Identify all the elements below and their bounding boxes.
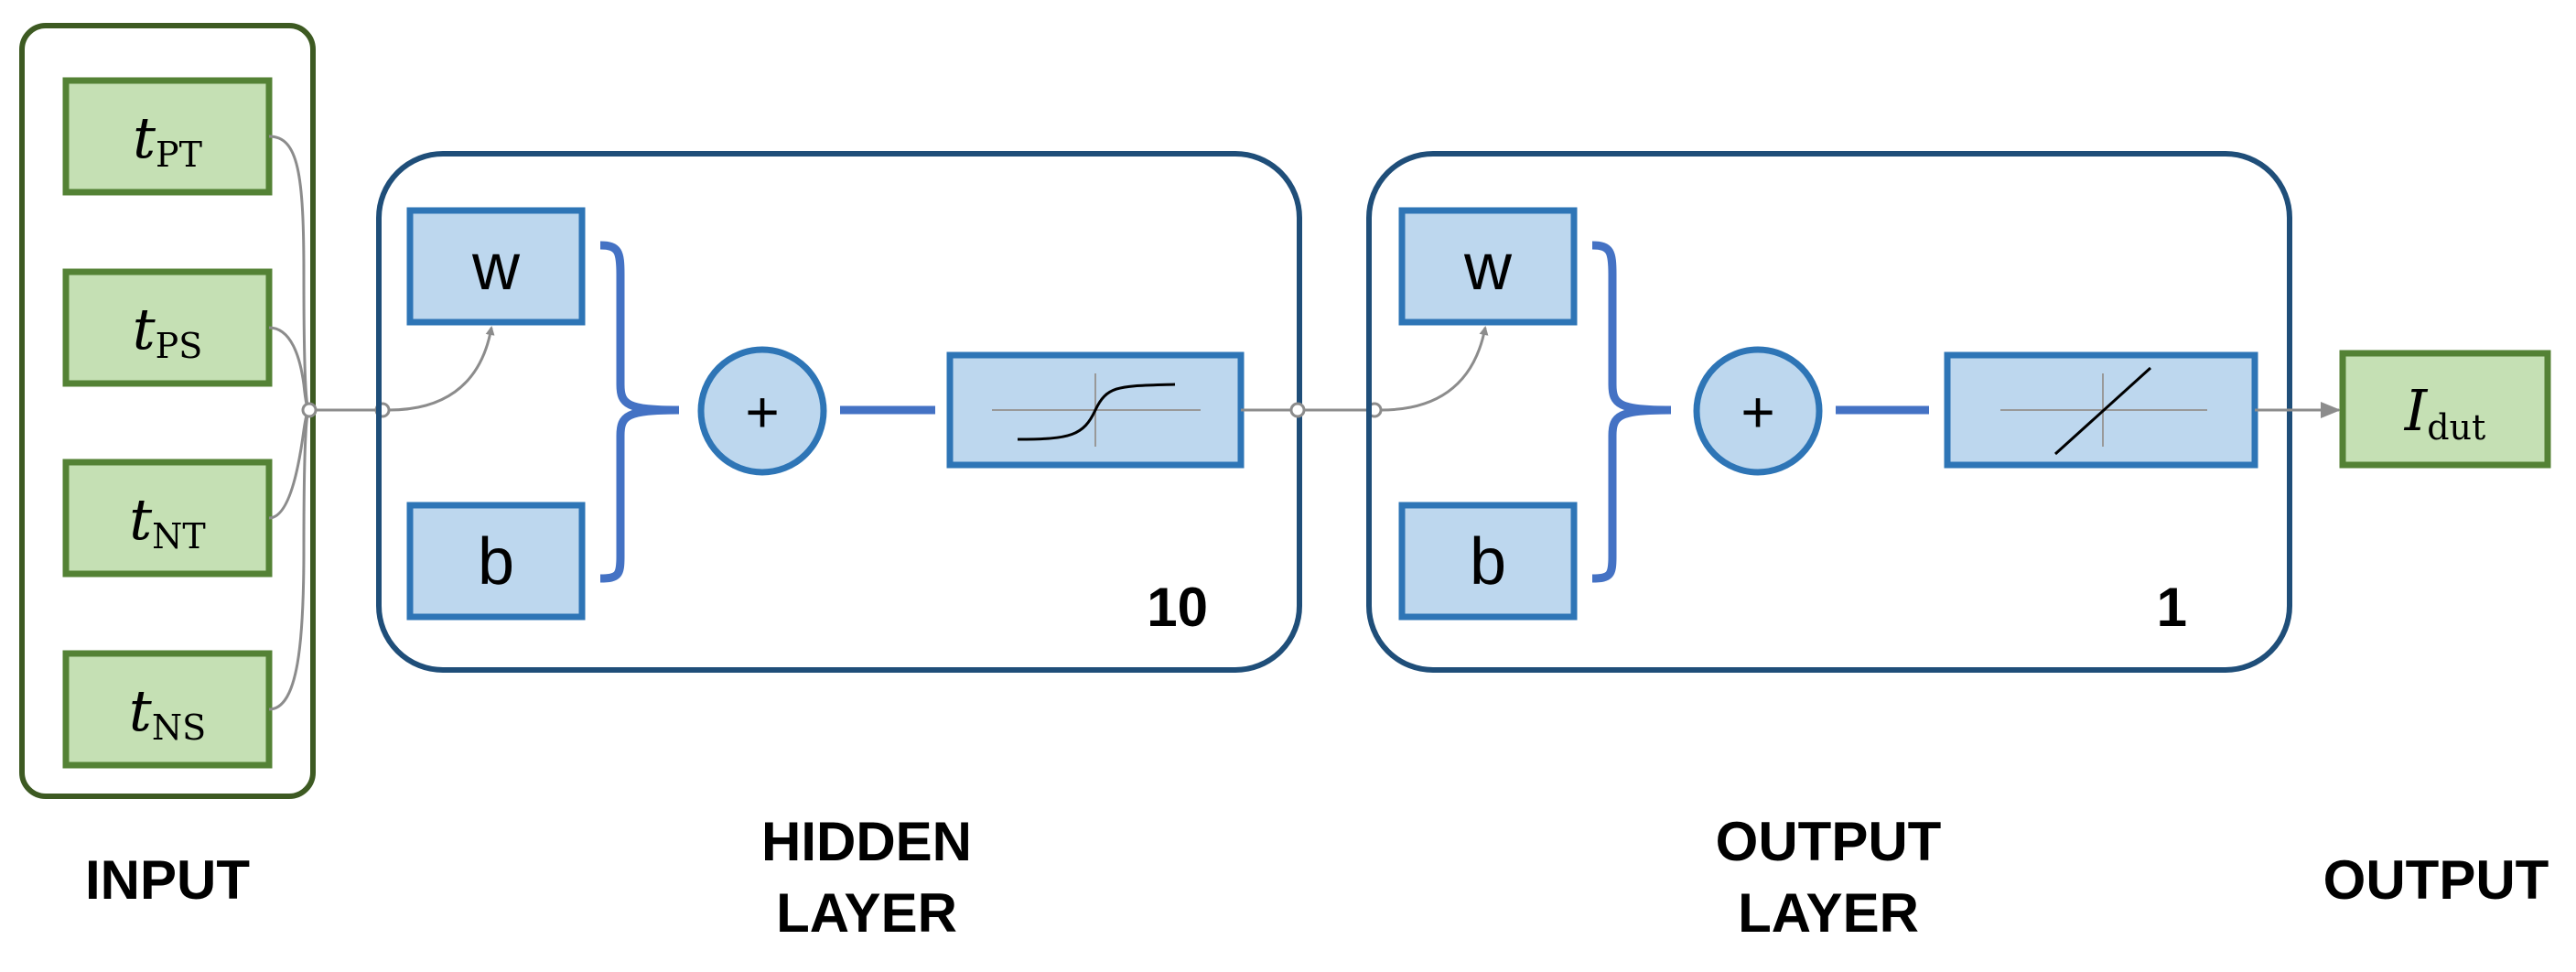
- input-caption: INPUT: [85, 849, 250, 911]
- input-sub: PT: [156, 135, 202, 175]
- output-layer-size: 1: [2157, 577, 2187, 638]
- input-sub: NS: [152, 707, 206, 748]
- hidden-layer-caption-line1: HIDDEN: [761, 811, 972, 872]
- hidden-sum-node: +: [697, 346, 827, 476]
- output-weight-arrow: [1380, 326, 1489, 412]
- output-sub: dut: [2427, 407, 2485, 448]
- hidden-brace: [599, 241, 680, 583]
- hidden-weight-label: w: [471, 231, 521, 304]
- output-layer-caption-line2: LAYER: [1738, 882, 1919, 944]
- output-brace: [1591, 241, 1672, 583]
- output-weight-label: w: [1463, 231, 1513, 304]
- output-caption: OUTPUT: [2323, 849, 2549, 911]
- hidden-output-junction-dot: [1289, 402, 1306, 418]
- svg-text:Idut: Idut: [2404, 377, 2486, 448]
- hidden-layer-size: 10: [1147, 577, 1208, 638]
- hidden-bias-block: b: [406, 502, 586, 621]
- hidden-bias-label: b: [478, 525, 514, 599]
- output-sum-symbol: +: [1741, 379, 1774, 445]
- input-var: t: [129, 677, 152, 744]
- input-node-tps: tPS: [62, 268, 273, 387]
- input-node-tnt: tNT: [62, 459, 273, 578]
- svg-text:tPS: tPS: [133, 296, 203, 366]
- hidden-sum-symbol: +: [745, 379, 779, 445]
- svg-text:tPT: tPT: [133, 104, 202, 175]
- output-layer-caption-line1: OUTPUT: [1716, 811, 1942, 872]
- hidden-weight-arrow: [388, 326, 495, 412]
- input-wires: [268, 135, 383, 711]
- output-var: I: [2404, 377, 2429, 444]
- output-bias-label: b: [1470, 525, 1506, 599]
- input-sub: NT: [152, 516, 206, 556]
- output-sum-node: +: [1693, 346, 1823, 476]
- input-sub: PS: [156, 326, 203, 366]
- input-var: t: [129, 486, 152, 553]
- output-activation-block: [1944, 351, 2258, 469]
- svg-text:tNS: tNS: [129, 677, 206, 748]
- input-junction-dot: [301, 402, 318, 418]
- input-node-tns: tNS: [62, 650, 273, 769]
- hidden-weight-block: w: [406, 207, 586, 326]
- input-node-tpt: tPT: [62, 77, 273, 196]
- hidden-layer-caption-line2: LAYER: [776, 882, 957, 944]
- input-var: t: [133, 296, 156, 362]
- output-node-idut: Idut: [2339, 350, 2551, 469]
- input-var: t: [133, 104, 156, 171]
- hidden-activation-block: [946, 351, 1245, 469]
- linear-function-icon: [2053, 366, 2152, 456]
- output-bias-block: b: [1398, 502, 1578, 621]
- svg-text:tNT: tNT: [129, 486, 206, 556]
- output-layer-box: [1366, 151, 2292, 673]
- sigmoid-curve-icon: [1017, 383, 1176, 441]
- output-weight-block: w: [1398, 207, 1578, 326]
